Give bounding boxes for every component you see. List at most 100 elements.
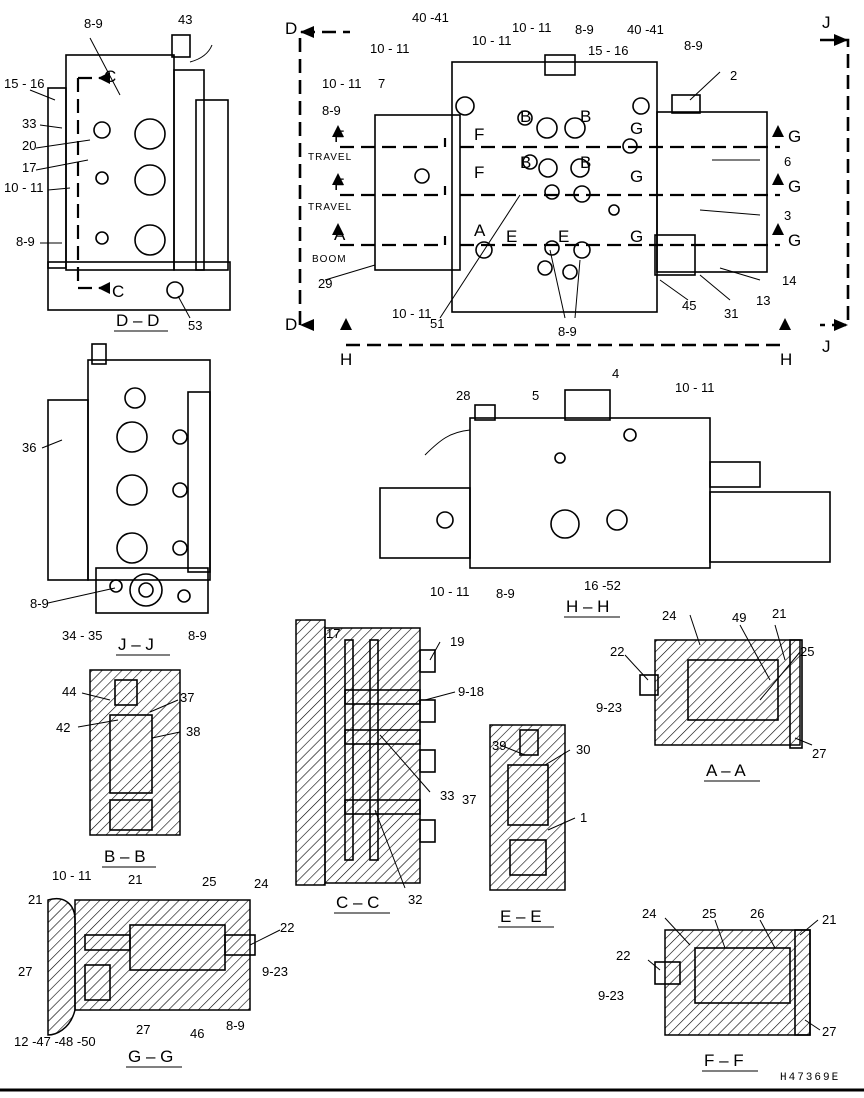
callout-14: 14 <box>782 273 796 288</box>
callout-10-11: 10 - 11 <box>370 41 410 56</box>
callout-10-11: 10 - 11 <box>322 76 362 91</box>
callout-36: 36 <box>22 440 36 455</box>
callout-45: 45 <box>682 298 696 313</box>
drawing-code: H47369E <box>780 1072 840 1084</box>
callout-40-41: 40 -41 <box>412 10 449 25</box>
callout-8-9: 8-9 <box>575 22 594 37</box>
callout-10-11: 10 - 11 <box>472 33 512 48</box>
marker-d: D <box>285 315 297 334</box>
view-f-f <box>654 929 811 1036</box>
marker-h: H <box>340 350 352 369</box>
callout-8-9: 8-9 <box>16 234 35 249</box>
callout-8-9: 8-9 <box>84 16 103 31</box>
leader-lines <box>29 37 821 1031</box>
marker-f: F <box>474 125 484 144</box>
marker-b: B <box>520 107 531 126</box>
title-f-f: F – F <box>704 1051 744 1070</box>
callout-25: 25 <box>202 874 216 889</box>
callout-labels: 8-9 43 15 - 16 33 20 17 10 - 11 8-9 53 C… <box>4 10 840 1084</box>
callout-1: 1 <box>580 810 587 825</box>
callout-21: 21 <box>822 912 836 927</box>
callout-12-47-48-50: 12 -47 -48 -50 <box>14 1034 96 1049</box>
title-c-c: C – C <box>336 893 379 912</box>
title-underlines <box>102 330 760 1072</box>
callout-17: 17 <box>22 160 36 175</box>
callout-8-9: 8-9 <box>496 586 515 601</box>
callout-9-18: 9-18 <box>458 684 484 699</box>
callout-31: 31 <box>724 306 738 321</box>
callout-9-23: 9-23 <box>596 700 622 715</box>
callout-22: 22 <box>610 644 624 659</box>
callout-51: 51 <box>430 316 444 331</box>
view-d-d <box>47 34 231 311</box>
title-b-b: B – B <box>104 847 146 866</box>
callout-26: 26 <box>750 906 764 921</box>
callout-9-23: 9-23 <box>598 988 624 1003</box>
callout-10-11: 10 - 11 <box>52 868 92 883</box>
marker-g: G <box>788 127 801 146</box>
callout-27: 27 <box>812 746 826 761</box>
callout-8-9: 8-9 <box>558 324 577 339</box>
marker-f: F <box>474 163 484 182</box>
callout-24: 24 <box>254 876 268 891</box>
title-j-j: J – J <box>118 635 154 654</box>
callout-24: 24 <box>662 608 676 623</box>
marker-j: J <box>822 337 831 356</box>
title-d-d: D – D <box>116 311 159 330</box>
callout-28: 28 <box>456 388 470 403</box>
callout-39: 39 <box>492 738 506 753</box>
view-a-a <box>639 639 803 749</box>
callout-27: 27 <box>822 1024 836 1039</box>
callout-9-23: 9-23 <box>262 964 288 979</box>
callout-53: 53 <box>188 318 202 333</box>
title-h-h: H – H <box>566 597 609 616</box>
marker-g: G <box>788 231 801 250</box>
label-boom: BOOM <box>312 254 347 265</box>
marker-d: D <box>285 19 297 38</box>
label-travel: TRAVEL <box>308 202 352 213</box>
marker-f: F <box>334 175 344 194</box>
marker-j: J <box>822 13 831 32</box>
callout-29: 29 <box>318 276 332 291</box>
callout-15-16: 15 - 16 <box>588 43 628 58</box>
marker-e: E <box>558 227 569 246</box>
marker-g: G <box>630 167 643 186</box>
marker-c: C <box>104 67 116 86</box>
callout-8-9: 8-9 <box>684 38 703 53</box>
callout-33: 33 <box>22 116 36 131</box>
callout-33: 33 <box>440 788 454 803</box>
callout-40-41: 40 -41 <box>627 22 664 37</box>
callout-3: 3 <box>784 208 791 223</box>
callout-2: 2 <box>730 68 737 83</box>
callout-22: 22 <box>280 920 294 935</box>
callout-20: 20 <box>22 138 36 153</box>
callout-44: 44 <box>62 684 76 699</box>
marker-g: G <box>630 119 643 138</box>
title-e-e: E – E <box>500 907 542 926</box>
callout-10-11: 10 - 11 <box>4 180 44 195</box>
callout-10-11: 10 - 11 <box>392 306 432 321</box>
marker-g: G <box>630 227 643 246</box>
callout-42: 42 <box>56 720 70 735</box>
view-b-b <box>89 669 181 836</box>
marker-c: C <box>112 282 124 301</box>
callout-30: 30 <box>576 742 590 757</box>
callout-37: 37 <box>180 690 194 705</box>
callout-8-9: 8-9 <box>322 103 341 118</box>
view-c-c <box>295 619 436 886</box>
marker-b: B <box>580 107 591 126</box>
marker-h: H <box>780 350 792 369</box>
callout-49: 49 <box>732 610 746 625</box>
marker-g: G <box>788 177 801 196</box>
callout-21: 21 <box>772 606 786 621</box>
marker-a: A <box>334 225 346 244</box>
marker-f: F <box>334 127 344 146</box>
label-travel: TRAVEL <box>308 152 352 163</box>
callout-34-35: 34 - 35 <box>62 628 102 643</box>
callout-38: 38 <box>186 724 200 739</box>
view-g-g <box>47 898 256 1036</box>
view-main-top <box>298 26 850 347</box>
callout-13: 13 <box>756 293 770 308</box>
title-g-g: G – G <box>128 1047 173 1066</box>
